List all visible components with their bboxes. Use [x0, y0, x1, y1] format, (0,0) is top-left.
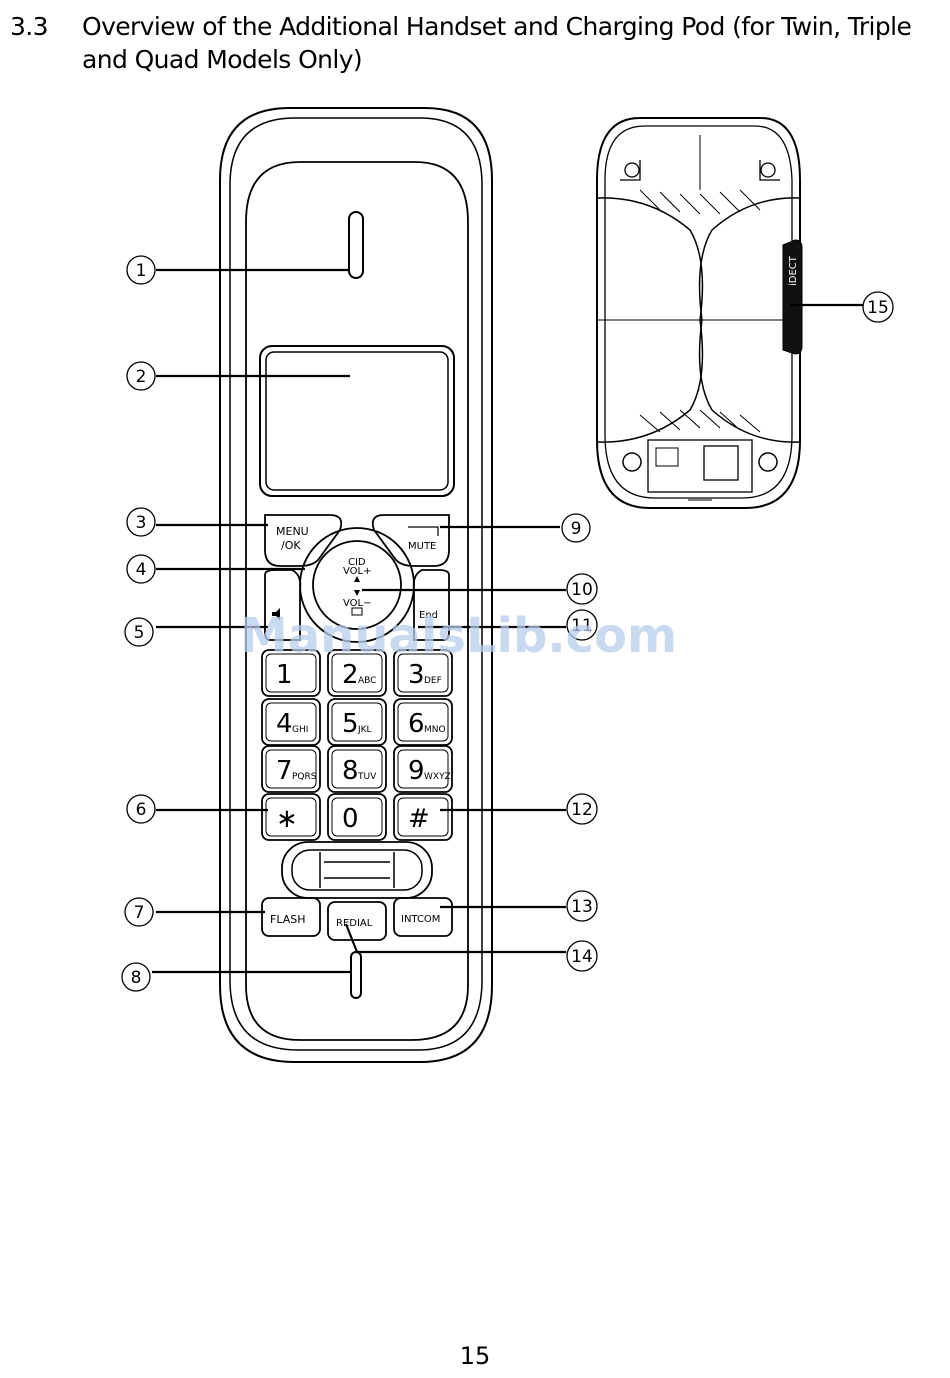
key-letters-label: DEF — [424, 676, 442, 686]
key-digit-label: 7 — [276, 756, 293, 786]
pod-contact-left — [623, 453, 641, 471]
pod-contact-right — [759, 453, 777, 471]
menu-ok-key — [265, 515, 341, 566]
callout-9: 9 — [562, 514, 590, 542]
callout-1: 1 — [127, 256, 155, 284]
menu-key-label-line1: MENU — [276, 525, 309, 538]
key-letters-label: ABC — [358, 676, 376, 686]
key-letters-label: MNO — [424, 725, 446, 735]
svg-text:4: 4 — [136, 560, 147, 580]
key-digit-label: ∗ — [276, 804, 298, 834]
menu-key-label-line2: /OK — [281, 539, 301, 552]
nav-vol-up-label: VOL+ — [343, 566, 372, 577]
svg-text:8: 8 — [131, 968, 142, 988]
callout-5: 5 — [125, 618, 153, 646]
svg-text:1: 1 — [136, 261, 147, 281]
key-digit-label: 3 — [408, 660, 425, 690]
svg-text:5: 5 — [134, 623, 145, 643]
handset-inner-body — [230, 118, 482, 1050]
key-digit-label: 8 — [342, 756, 359, 786]
svg-text:3: 3 — [136, 513, 147, 533]
callout-6: 6 — [127, 795, 155, 823]
pod-brand-label: iDECT — [788, 255, 799, 286]
mute-key-label: MUTE — [408, 541, 436, 552]
watermark: ManualsLib.com — [240, 608, 677, 664]
svg-text:9: 9 — [571, 519, 582, 539]
key-digit-label: 4 — [276, 709, 293, 739]
key-letters-label: GHI — [292, 725, 308, 735]
svg-text:15: 15 — [867, 298, 889, 318]
key-letters-label: WXYZ — [424, 772, 451, 782]
callout-12: 12 — [567, 794, 597, 824]
earpiece-slot — [349, 212, 363, 278]
flash-key-label: FLASH — [270, 913, 306, 926]
redial-key-label: REDIAL — [336, 918, 373, 929]
key-letters-label: JKL — [357, 725, 372, 735]
speaker-grille-inner — [292, 850, 422, 890]
callout-13: 13 — [567, 891, 597, 921]
display-screen — [266, 352, 448, 490]
key-digit-label: 5 — [342, 709, 359, 739]
svg-text:6: 6 — [136, 800, 147, 820]
svg-text:2: 2 — [136, 367, 147, 387]
key-letters-label: PQRS — [292, 772, 317, 782]
callout-15: 15 — [863, 292, 893, 322]
key-digit-label: 9 — [408, 756, 425, 786]
callout-7: 7 — [125, 898, 153, 926]
svg-text:12: 12 — [571, 800, 593, 820]
svg-text:7: 7 — [134, 903, 145, 923]
callout-2: 2 — [127, 362, 155, 390]
pod-inner-rim — [605, 126, 792, 498]
svg-text:14: 14 — [571, 947, 593, 967]
display-bezel — [260, 346, 454, 496]
mute-arrow-icon — [408, 527, 438, 536]
callout-3: 3 — [127, 508, 155, 536]
charging-pod-illustration — [597, 118, 802, 508]
nav-down-arrow-icon — [354, 590, 360, 596]
intcom-key-label: INTCOM — [401, 914, 440, 925]
key-digit-label: 2 — [342, 660, 359, 690]
callout-14: 14 — [567, 941, 597, 971]
key-digit-label: 6 — [408, 709, 425, 739]
key-digit-label: 1 — [276, 660, 293, 690]
callout-10: 10 — [567, 574, 597, 604]
key-digit-label: 0 — [342, 804, 359, 834]
svg-text:10: 10 — [571, 580, 593, 600]
callout-4: 4 — [127, 555, 155, 583]
microphone-slot — [351, 952, 361, 998]
callout-8: 8 — [122, 963, 150, 991]
key-digit-label: # — [408, 804, 430, 834]
page-number: 15 — [0, 1342, 950, 1370]
svg-text:13: 13 — [571, 897, 593, 917]
key-letters-label: TUV — [357, 772, 377, 782]
